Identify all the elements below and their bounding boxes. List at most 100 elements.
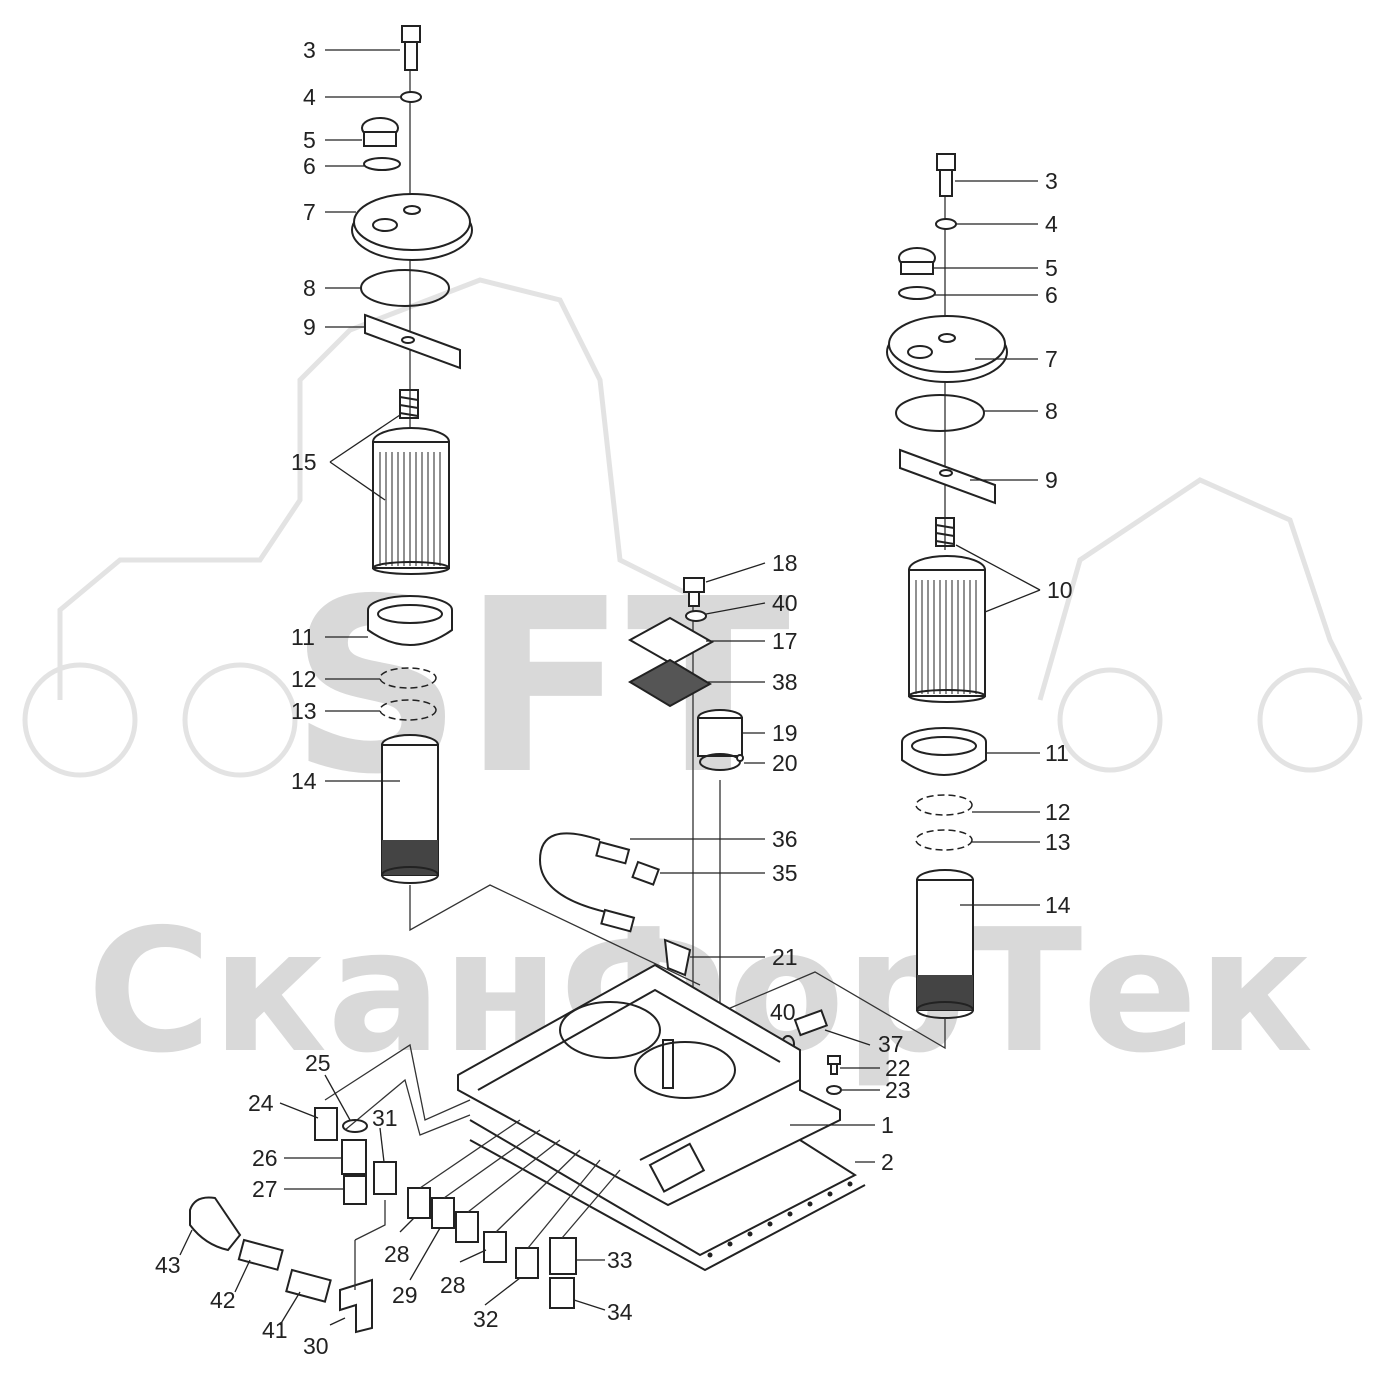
callout-4-left: 4 [303, 84, 316, 110]
bolt-right [936, 153, 956, 197]
callout-8-right: 8 [1045, 398, 1058, 424]
bottom-fittings [189, 1043, 621, 1334]
washer-left [400, 91, 422, 103]
tube-right [916, 869, 974, 1019]
callout-40-top: 40 [772, 590, 798, 616]
bowl-right [901, 727, 987, 776]
callout-11-right: 11 [1045, 740, 1069, 766]
callout-9-right: 9 [1045, 467, 1058, 493]
gasket-2 [469, 1119, 866, 1272]
callout-1: 1 [881, 1112, 894, 1138]
tee-31 [339, 1278, 373, 1334]
washer-23 [826, 1085, 842, 1095]
callout-28-a: 28 [384, 1241, 410, 1267]
callout-22: 22 [885, 1055, 911, 1081]
gasket-38 [627, 658, 713, 708]
leader-lines [179, 49, 1041, 1326]
callout-5-right: 5 [1045, 255, 1058, 281]
callout-4-right: 4 [1045, 211, 1058, 237]
callout-17: 17 [772, 628, 798, 654]
callout-3-right: 3 [1045, 168, 1058, 194]
spring-left [399, 389, 419, 419]
callout-42: 42 [210, 1287, 236, 1313]
callout-43: 43 [155, 1252, 181, 1278]
elbow-21 [663, 938, 692, 977]
hose-fitting-36b [600, 908, 636, 933]
fitting-29 [431, 1197, 455, 1229]
callout-13-left: 13 [291, 698, 317, 724]
oring-right-12 [915, 794, 973, 816]
adapter-41 [285, 1268, 332, 1303]
callout-6-right: 6 [1045, 282, 1058, 308]
hose-fitting-36a [595, 840, 631, 865]
adapter-42 [237, 1238, 284, 1271]
bolt-left [401, 25, 421, 71]
hose-36 [538, 832, 621, 916]
callout-34: 34 [607, 1299, 633, 1325]
callout-10: 10 [1047, 577, 1073, 603]
callout-41: 41 [262, 1317, 288, 1343]
callout-30: 31 [372, 1105, 398, 1131]
fitting-27 [343, 1175, 367, 1205]
callout-24: 24 [248, 1090, 274, 1116]
oring-left-13 [379, 699, 437, 721]
callout-5-left: 5 [303, 127, 316, 153]
seal-left-8 [360, 269, 450, 307]
callout-23: 23 [885, 1077, 911, 1103]
fitting-30 [373, 1161, 397, 1195]
callout-29: 29 [392, 1282, 418, 1308]
center-assembly [538, 577, 842, 1095]
callout-20: 20 [772, 750, 798, 776]
callout-8-left: 8 [303, 275, 316, 301]
callout-13-right: 13 [1045, 829, 1071, 855]
bowl-left [367, 595, 453, 646]
cover-right [886, 315, 1008, 383]
callout-18: 18 [772, 550, 798, 576]
callout-2: 2 [881, 1149, 894, 1175]
fitting-37 [793, 1009, 829, 1037]
callout-14-left: 14 [291, 768, 317, 794]
spring-right [935, 517, 955, 547]
callout-35: 35 [772, 860, 798, 886]
oring-right-6 [898, 286, 936, 300]
fitting-26 [341, 1139, 367, 1175]
callout-21: 21 [772, 944, 798, 970]
callout-38: 38 [772, 669, 798, 695]
oring-left-6 [363, 157, 401, 171]
callout-26: 26 [252, 1145, 278, 1171]
callout-11-left: 11 [291, 624, 315, 650]
callout-7-left: 7 [303, 199, 316, 225]
oring-25 [342, 1119, 368, 1133]
callout-15: 15 [291, 449, 317, 475]
filter-element-right [908, 555, 986, 703]
plate-17 [627, 616, 715, 666]
plug-left [361, 117, 399, 147]
callout-40-side: 40 [770, 999, 796, 1025]
left-filter-assembly [351, 25, 701, 986]
callout-12-right: 12 [1045, 799, 1071, 825]
callout-36: 36 [772, 826, 798, 852]
watermark-logo: SFT [290, 547, 791, 827]
fitting-28a [407, 1187, 431, 1219]
filter-element-left [372, 427, 450, 575]
oring-right-13 [915, 829, 973, 851]
cover-left [351, 193, 473, 261]
adapter-35 [631, 860, 660, 886]
bar-left [364, 313, 461, 370]
callout-28-b: 28 [440, 1272, 466, 1298]
fitting-34 [549, 1277, 575, 1309]
seal-right-8 [895, 394, 985, 432]
callout-25: 25 [305, 1050, 331, 1076]
callout-33: 33 [607, 1247, 633, 1273]
callout-12-left: 12 [291, 666, 317, 692]
fitting-32 [515, 1247, 539, 1279]
tube-left [381, 734, 439, 884]
callout-6-left: 6 [303, 153, 316, 179]
breather-19 [697, 709, 743, 771]
fitting-33 [549, 1237, 577, 1275]
washer-40-top [685, 610, 707, 622]
fitting-24 [314, 1107, 338, 1141]
callout-19: 19 [772, 720, 798, 746]
callout-labels: 3 4 5 6 7 8 9 15 11 12 13 14 3 4 5 6 7 8… [155, 37, 1073, 1359]
